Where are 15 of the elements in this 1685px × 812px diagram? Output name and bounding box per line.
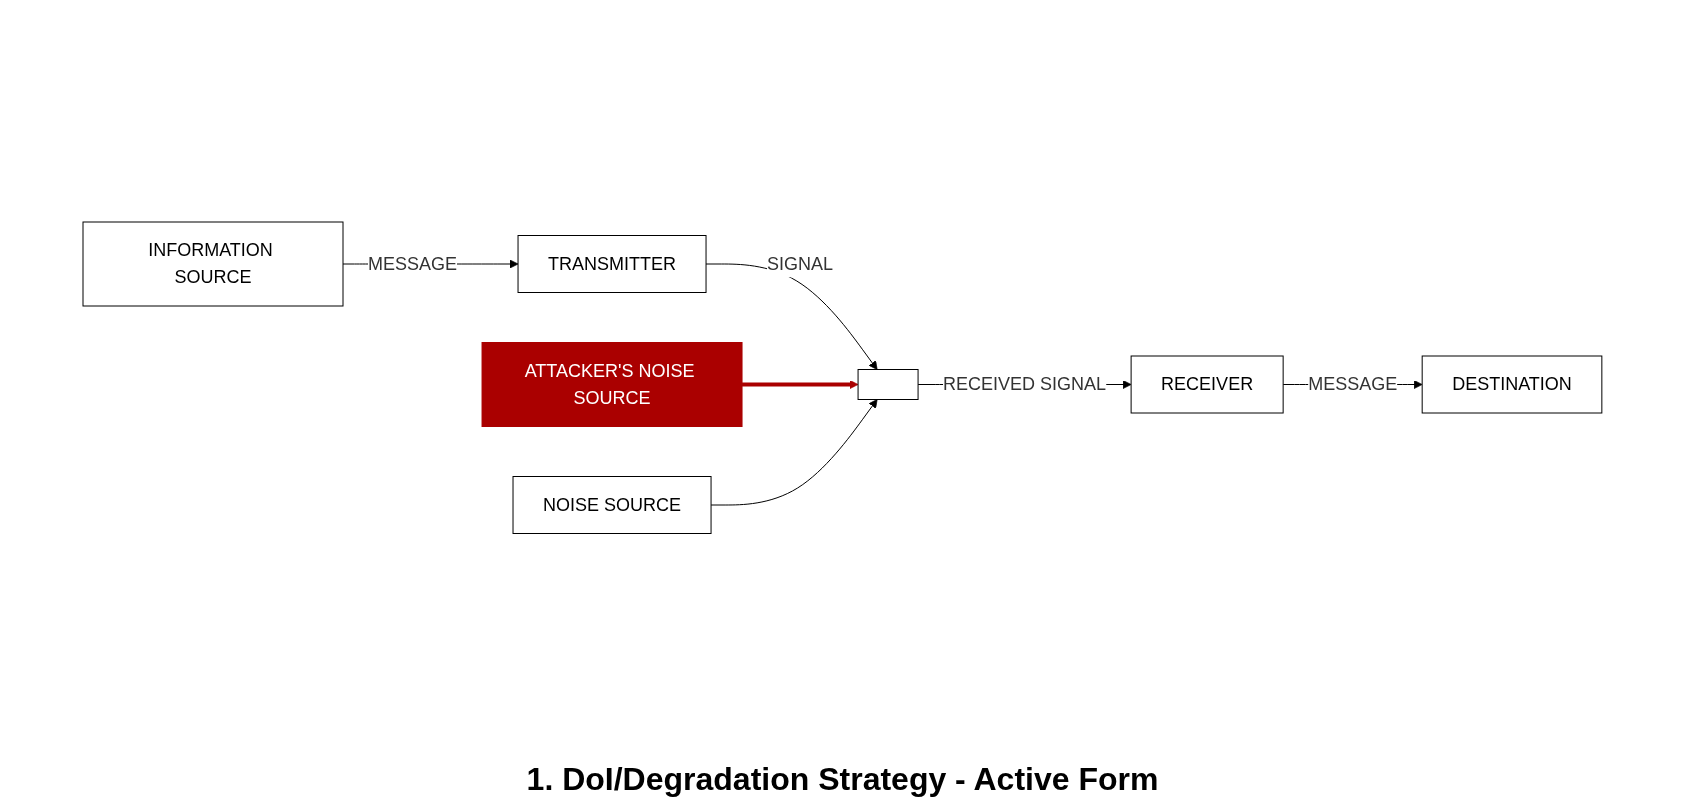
edge-label: MESSAGE [368,253,458,274]
arrow [742,379,859,389]
node-box: ATTACKER'S NOISE SOURCE [481,341,743,427]
arrow [705,263,878,370]
node-box [857,368,919,400]
node-box: NOISE SOURCE [512,475,712,534]
node-box: DESTINATION [1421,355,1603,414]
node-box: RECEIVER [1130,355,1284,414]
edge-label: RECEIVED SIGNAL [943,373,1107,394]
edge-label: SIGNAL [767,253,834,274]
edge-label: MESSAGE [1308,373,1398,394]
node-box: TRANSMITTER [517,234,707,293]
diagram-caption: 1. DoI/Degradation Strategy - Active Form [526,761,1159,798]
arrow [710,398,878,506]
node-box: INFORMATION SOURCE [82,221,344,307]
